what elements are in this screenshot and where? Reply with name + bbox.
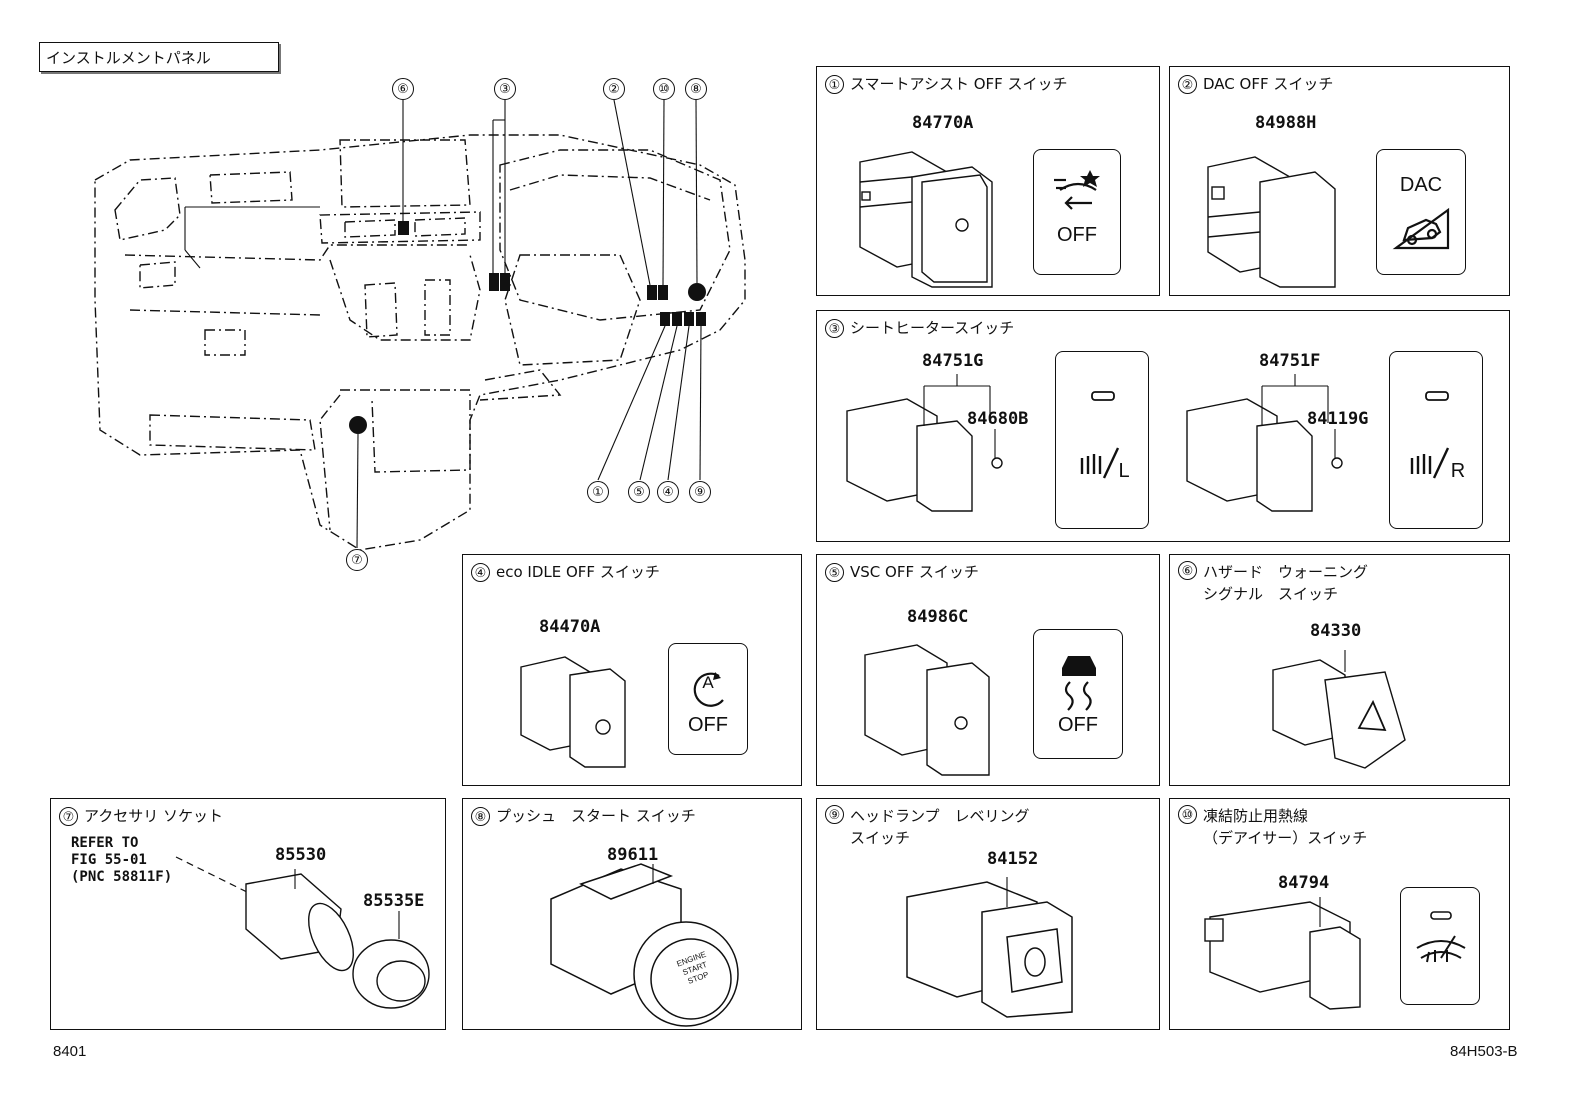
icon-label: OFF (1058, 714, 1098, 736)
collision-warning-icon (1054, 170, 1100, 210)
panel-number: ⑦ (59, 807, 78, 826)
seat-heater-drawings (846, 374, 1343, 512)
icon-label: OFF (688, 714, 728, 736)
panel-number: ⑨ (825, 805, 844, 824)
icon-label: L (1118, 460, 1130, 482)
socket-drawing (175, 856, 430, 1009)
part-number: 84770A (912, 113, 974, 133)
panel-number: ⑧ (471, 807, 490, 826)
panel-number: ⑩ (1178, 805, 1197, 824)
skid-car-icon (1062, 656, 1096, 711)
part-number-right: 84751F (1259, 351, 1321, 371)
callout-9: ⑨ (689, 481, 711, 503)
part-number: 84470A (539, 617, 601, 637)
icon-label: DAC (1399, 174, 1443, 196)
icon-label: R (1450, 460, 1466, 482)
panel-number: ③ (825, 319, 844, 338)
callout-8: ⑧ (685, 78, 707, 100)
icon-letter: A (702, 673, 714, 692)
callout-4: ④ (657, 481, 679, 503)
part-number: 84152 (987, 849, 1039, 869)
smart-assist-off-icon: OFF (1033, 149, 1121, 275)
start-switch-drawing (550, 863, 739, 1027)
callout-5: ⑤ (628, 481, 650, 503)
panel-number: ① (825, 75, 844, 94)
section-title: インストルメントパネル (39, 42, 279, 72)
deicer-switch-drawing (1204, 897, 1361, 1010)
part-number: 84330 (1310, 621, 1362, 641)
deicer-icon (1400, 887, 1480, 1005)
sub-part-number-left: 84680B (967, 409, 1029, 429)
seat-heater-right-icon: R (1389, 351, 1483, 529)
switch-drawing (1207, 156, 1336, 288)
callout-2: ② (603, 78, 625, 100)
vsc-off-icon: OFF (1033, 629, 1123, 759)
dac-icon: DAC (1376, 149, 1466, 275)
wiper-deicer-icon (1416, 911, 1466, 963)
reference-note: REFER TO FIG 55-01 (PNC 58811F) (71, 835, 173, 885)
callout-10: ⑩ (653, 78, 675, 100)
hill-descent-icon (1392, 207, 1450, 250)
icon-label: OFF (1057, 224, 1097, 246)
panel-number: ⑥ (1178, 561, 1197, 580)
part-number-2: 85535E (363, 891, 425, 911)
switch-drawing (520, 656, 626, 768)
part-number-left: 84751G (922, 351, 984, 371)
switch-drawing (859, 151, 993, 288)
part-number: 84794 (1278, 873, 1330, 893)
sub-part-number-right: 84119G (1307, 409, 1369, 429)
callout-1: ① (587, 481, 609, 503)
seat-heat-icon (1080, 391, 1120, 479)
callout-7: ⑦ (346, 549, 368, 571)
auto-stop-icon (693, 672, 724, 707)
seat-heat-icon (1410, 391, 1450, 479)
part-number: 89611 (607, 845, 659, 865)
switch-drawing (864, 644, 990, 776)
eco-idle-off-icon: A OFF (668, 643, 748, 755)
hazard-switch-drawing (1272, 650, 1406, 769)
part-number: 85530 (275, 845, 327, 865)
footer-page-code: 8401 (53, 1043, 87, 1060)
callout-3: ③ (494, 78, 516, 100)
leveling-switch-drawing (906, 877, 1073, 1018)
part-number: 84988H (1255, 113, 1317, 133)
panel-number: ④ (471, 563, 490, 582)
footer-figure-code: 84H503-B (1450, 1043, 1518, 1060)
part-number: 84986C (907, 607, 969, 627)
callout-6: ⑥ (392, 78, 414, 100)
seat-heater-left-icon: L (1055, 351, 1149, 529)
panel-number: ⑤ (825, 563, 844, 582)
instrument-panel-drawing (94, 99, 746, 551)
panel-number: ② (1178, 75, 1197, 94)
